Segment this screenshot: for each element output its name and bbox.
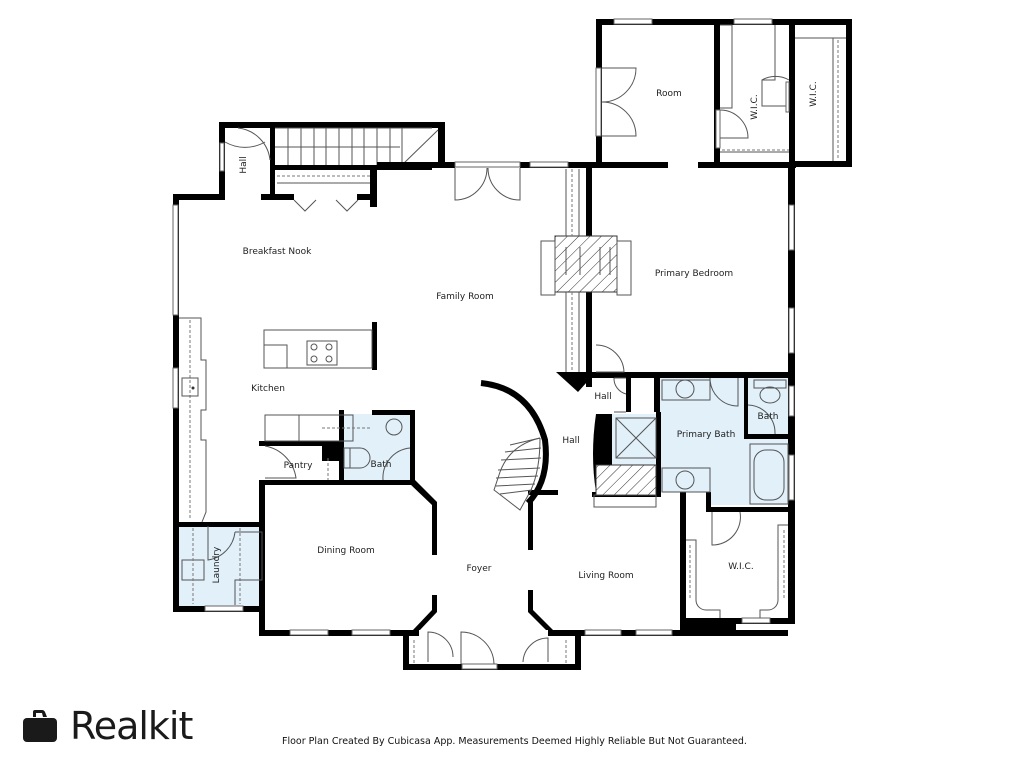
room-label-dining-room: Dining Room — [317, 546, 375, 556]
room-label-wic-3: W.I.C. — [728, 562, 753, 572]
room-label-wic-2: W.I.C. — [809, 81, 819, 106]
room-label-room: Room — [656, 89, 682, 99]
room-label-pantry: Pantry — [284, 461, 313, 471]
room-label-hall-stair: Hall — [239, 156, 249, 173]
room-label-laundry: Laundry — [212, 546, 222, 583]
room-label-living-room: Living Room — [578, 571, 633, 581]
room-label-wic-1: W.I.C. — [750, 94, 760, 119]
room-label-kitchen: Kitchen — [251, 384, 285, 394]
room-label-primary-bedroom: Primary Bedroom — [655, 269, 733, 279]
stair-hall-block: Hall — [219, 122, 445, 207]
room-labels: Breakfast Nook Family Room Primary Bedro… — [212, 247, 778, 583]
briefcase-icon — [23, 710, 57, 742]
disclaimer-text: Floor Plan Created By Cubicasa App. Meas… — [282, 736, 747, 747]
brand-name: Realkit — [70, 704, 193, 748]
room-label-breakfast-nook: Breakfast Nook — [243, 247, 312, 257]
room-label-bath-half: Bath — [371, 460, 392, 470]
room-label-hall-upper: Hall — [594, 392, 611, 402]
room-label-primary-bath: Primary Bath — [677, 430, 736, 440]
room-label-foyer: Foyer — [467, 564, 492, 574]
room-label-hall-center: Hall — [562, 436, 579, 446]
upper-right-block: Room W.I.C. W.I.C. — [595, 18, 852, 167]
interior-walls — [173, 162, 794, 632]
room-label-family-room: Family Room — [436, 292, 493, 302]
room-label-bath-primary: Bath — [758, 412, 779, 422]
brand-logo: Realkit — [22, 704, 193, 748]
floor-plan: Room W.I.C. W.I.C. Hall — [172, 18, 852, 670]
fixtures — [179, 167, 789, 665]
